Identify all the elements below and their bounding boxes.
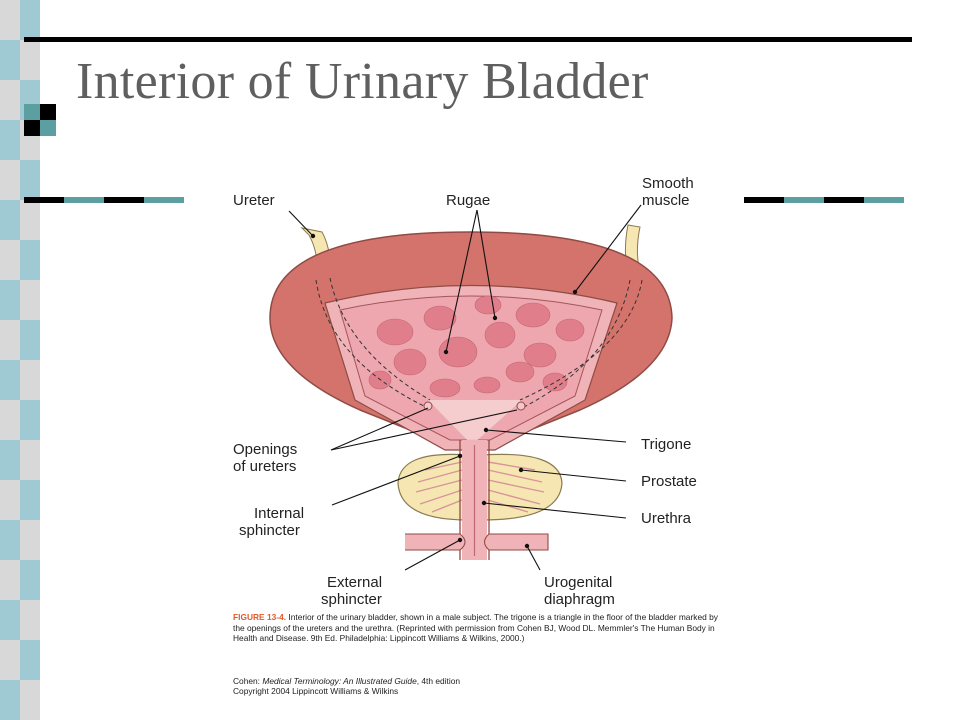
figure-caption-text: Interior of the urinary bladder, shown i…	[233, 612, 718, 643]
trigone	[428, 400, 522, 445]
checker-cell	[0, 120, 20, 160]
checker-cell	[0, 280, 20, 320]
bladder-illustration	[216, 170, 730, 600]
checker-cell	[20, 520, 40, 560]
checker-cell	[0, 560, 20, 600]
checker-cell	[20, 400, 40, 440]
label-rugae: Rugae	[446, 192, 491, 209]
decorative-dash-row-left	[24, 197, 184, 203]
label-external-sphincter-line2: sphincter	[321, 591, 382, 608]
label-urogenital-diaphragm-line2: diaphragm	[544, 591, 615, 608]
checker-cell	[0, 480, 20, 520]
label-smooth-muscle-line2: muscle	[642, 192, 690, 209]
checker-cell	[0, 240, 20, 280]
checker-cell	[20, 320, 40, 360]
checker-cell	[20, 680, 40, 720]
label-internal-sphincter-line1: Internal	[254, 505, 305, 522]
checker-cell	[20, 440, 40, 480]
checker-cell	[0, 600, 20, 640]
checker-cell	[0, 160, 20, 200]
checker-cell	[20, 560, 40, 600]
checker-cell	[20, 200, 40, 240]
checker-cell	[0, 640, 20, 680]
decorative-dash-row-right	[744, 197, 904, 203]
label-openings-of-ureters-line2: of ureters	[233, 458, 297, 475]
left-ureter-opening	[423, 401, 433, 411]
credit-prefix: Cohen:	[233, 676, 263, 686]
checker-cell	[0, 520, 20, 560]
rugae-folds	[368, 295, 585, 398]
title-bullet-icon	[24, 104, 56, 136]
checker-cell	[0, 400, 20, 440]
slide-title: Interior of Urinary Bladder	[76, 53, 649, 110]
checker-cell	[20, 160, 40, 200]
label-urogenital-diaphragm-line1: Urogenital	[544, 574, 613, 591]
checker-cell	[0, 200, 20, 240]
checker-cell	[0, 320, 20, 360]
label-openings-of-ureters-line1: Openings	[233, 441, 298, 458]
checker-cell	[0, 440, 20, 480]
checker-cell	[0, 680, 20, 720]
label-prostate: Prostate	[641, 473, 697, 490]
checker-cell	[20, 480, 40, 520]
checker-cell	[20, 0, 40, 40]
label-internal-sphincter-line2: sphincter	[239, 522, 300, 539]
checker-cell	[20, 640, 40, 680]
label-trigone: Trigone	[641, 436, 692, 453]
label-smooth-muscle-line1: Smooth	[642, 175, 694, 192]
figure-number: FIGURE 13-4.	[233, 612, 287, 622]
label-ureter: Ureter	[233, 192, 275, 209]
checker-cell	[20, 280, 40, 320]
checker-cell	[20, 600, 40, 640]
credit-book-title: Medical Terminology: An Illustrated Guid…	[262, 676, 417, 686]
figure-credit: Cohen: Medical Terminology: An Illustrat…	[233, 676, 460, 696]
checker-cell	[0, 80, 20, 120]
checker-cell	[20, 360, 40, 400]
figure-caption: FIGURE 13-4. Interior of the urinary bla…	[233, 612, 723, 644]
checker-cell	[0, 360, 20, 400]
title-top-rule	[24, 37, 912, 42]
checker-cell	[20, 240, 40, 280]
right-ureter-opening	[516, 401, 526, 411]
checker-cell	[0, 0, 20, 40]
checker-cell	[20, 40, 40, 80]
checker-cell	[0, 40, 20, 80]
label-external-sphincter-line1: External	[327, 574, 383, 591]
credit-edition: , 4th edition	[416, 676, 461, 686]
credit-copyright: Copyright 2004 Lippincott Williams & Wil…	[233, 686, 399, 696]
label-urethra: Urethra	[641, 510, 692, 527]
